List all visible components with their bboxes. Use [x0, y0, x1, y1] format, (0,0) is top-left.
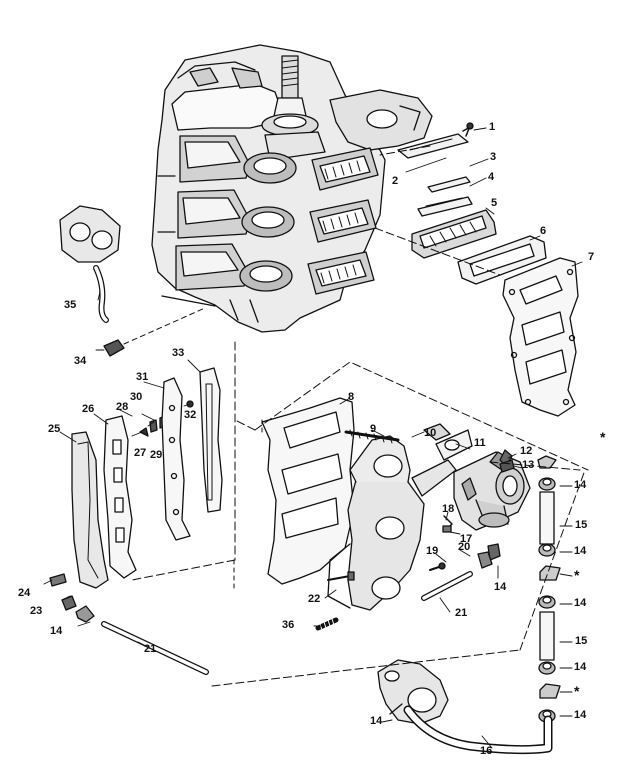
callout-8: 8	[348, 391, 355, 403]
callout-7: 7	[588, 251, 595, 263]
fuel-pump	[377, 659, 553, 755]
callout-15-b: 15	[575, 635, 588, 647]
callout-14-h: 14	[370, 715, 383, 727]
callout-28: 28	[116, 401, 129, 413]
engine-block	[151, 44, 433, 333]
assembly-outline	[211, 145, 589, 687]
left-upper-parts	[59, 205, 206, 357]
callout-20: 20	[458, 541, 471, 553]
callout-23: 23	[30, 605, 43, 617]
callout-14-a: 14	[574, 479, 587, 491]
callout-4: 4	[488, 171, 495, 183]
callout-17: 17	[460, 533, 473, 545]
callout-22: 22	[308, 593, 321, 605]
callout-14-f: 14	[494, 581, 507, 593]
callout-34: 34	[74, 355, 87, 367]
fasteners	[315, 429, 515, 631]
callout-24: 24	[18, 587, 31, 599]
callout-3: 3	[490, 151, 497, 163]
callout-21-b: 21	[144, 643, 157, 655]
fuel-line-assembly	[489, 455, 581, 723]
callout-2: 2	[392, 175, 399, 187]
callout-26: 26	[82, 403, 95, 415]
callout-14-b: 14	[574, 545, 587, 557]
callout-19: 19	[426, 545, 439, 557]
callout-25: 25	[48, 423, 61, 435]
rods	[101, 571, 473, 675]
callout-5: 5	[491, 197, 498, 209]
callout-star-1: *	[600, 429, 606, 445]
callout-21-a: 21	[455, 607, 468, 619]
callout-15-a: 15	[575, 519, 588, 531]
reed-valve-parts	[397, 122, 579, 417]
callout-35: 35	[64, 299, 77, 311]
callout-32: 32	[184, 409, 197, 421]
callout-1: 1	[489, 121, 496, 133]
callout-36: 36	[282, 619, 295, 631]
callout-14-e: 14	[574, 709, 587, 721]
leader-lines	[43, 127, 583, 749]
callout-6: 6	[540, 225, 547, 237]
callout-13: 13	[522, 459, 535, 471]
callout-27: 27	[134, 447, 147, 459]
intake-manifold	[233, 397, 473, 611]
callout-12: 12	[520, 445, 533, 457]
callout-16: 16	[480, 745, 493, 757]
callout-30: 30	[130, 391, 143, 403]
callout-14-d: 14	[574, 661, 587, 673]
callout-14-c: 14	[574, 597, 587, 609]
carburetor	[453, 449, 531, 531]
callout-9: 9	[370, 423, 377, 435]
callout-18: 18	[442, 503, 455, 515]
callout-11: 11	[474, 437, 486, 449]
left-gaskets	[49, 341, 236, 623]
callout-33: 33	[172, 347, 185, 359]
callout-10: 10	[424, 427, 437, 439]
callout-31: 31	[136, 371, 149, 383]
callout-29: 29	[150, 449, 163, 461]
callout-star-2: *	[574, 567, 580, 583]
callout-14-g: 14	[50, 625, 63, 637]
callout-star-3: *	[574, 683, 580, 699]
